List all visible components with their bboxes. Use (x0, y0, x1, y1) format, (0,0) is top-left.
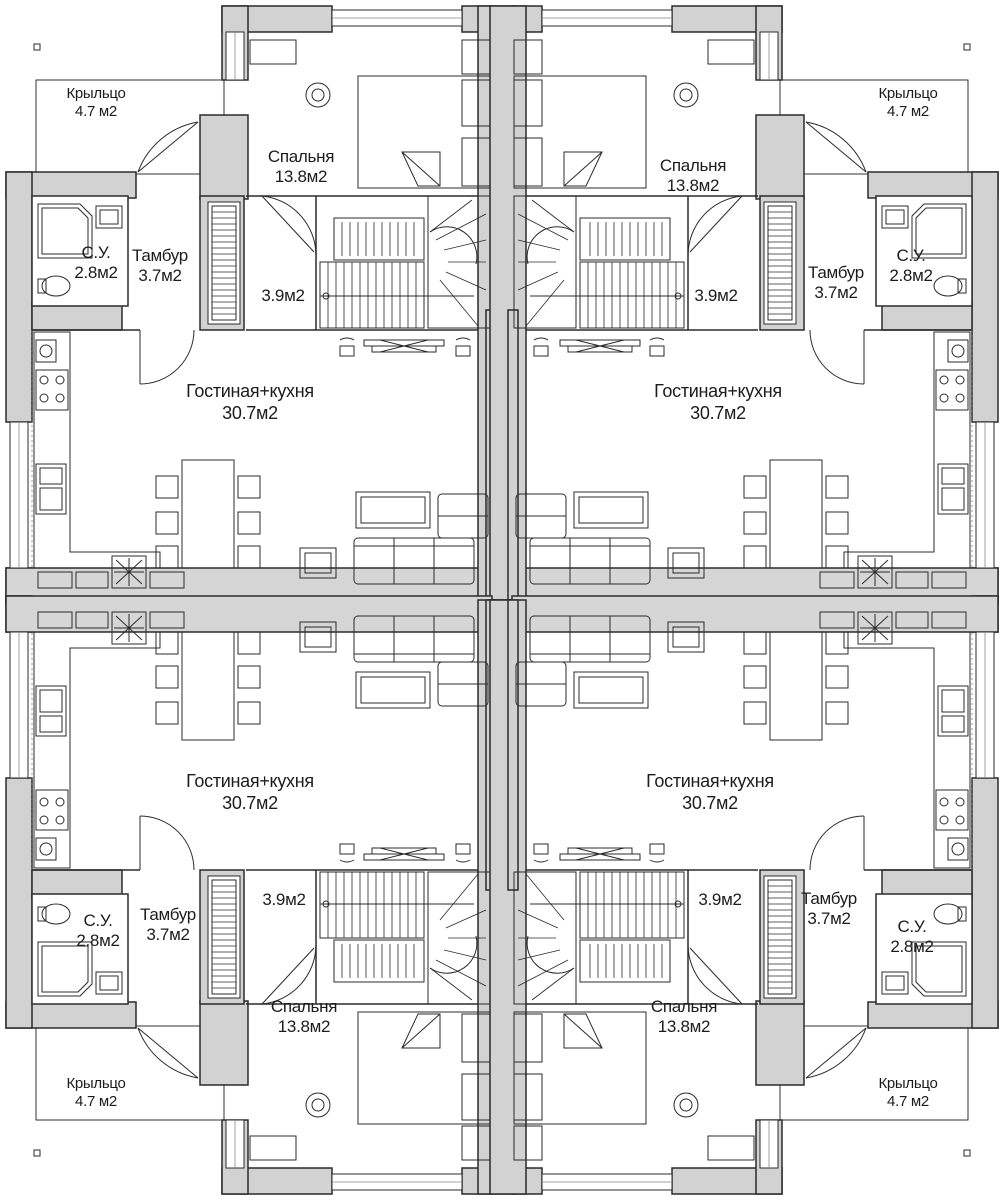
bath-name: С.У. (83, 911, 113, 930)
vestibule-name: Тамбур (808, 263, 864, 282)
living-kitchen-label: Гостиная+кухня 30.7м2 (654, 380, 782, 424)
bedroom-label: Спальня 13.8м2 (267, 147, 335, 187)
living-kitchen-area: 30.7м2 (682, 793, 738, 813)
bedroom-area: 13.8м2 (274, 167, 328, 186)
vestibule-label: Тамбур 3.7м2 (140, 905, 196, 945)
vestibule-label: Тамбур 3.7м2 (132, 246, 188, 286)
bedroom-label: Спальня 13.8м2 (270, 997, 338, 1037)
living-kitchen-name: Гостиная+кухня (646, 771, 774, 791)
bedroom-name: Спальня (650, 997, 718, 1016)
bath-label: С.У. 2.8м2 (74, 243, 118, 283)
porch-name: Крыльцо (66, 1075, 126, 1092)
bath-label: С.У. 2.8м2 (889, 246, 933, 286)
bedroom-name: Спальня (270, 997, 338, 1016)
bedroom-name: Спальня (659, 156, 727, 175)
living-kitchen-area: 30.7м2 (222, 403, 278, 423)
vestibule-name: Тамбур (132, 246, 188, 265)
living-kitchen-name: Гостиная+кухня (186, 381, 314, 401)
stair-hall-area: 3.9м2 (262, 890, 306, 909)
living-kitchen-label: Гостиная+кухня 30.7м2 (186, 380, 314, 424)
porch-label: Крыльцо 4.7 м2 (66, 85, 125, 121)
vestibule-name: Тамбур (140, 905, 196, 924)
vestibule-name: Тамбур (801, 889, 857, 908)
living-kitchen-label: Гостиная+кухня 30.7м2 (186, 770, 314, 814)
living-kitchen-name: Гостиная+кухня (654, 381, 782, 401)
living-kitchen-label: Гостиная+кухня 30.7м2 (646, 770, 774, 814)
bath-area: 2.8м2 (889, 266, 933, 285)
vestibule-area: 3.7м2 (146, 925, 190, 944)
stair-hall-area: 3.9м2 (698, 890, 742, 909)
bath-area: 2.8м2 (74, 263, 118, 282)
bath-area: 2.8м2 (890, 937, 934, 956)
bath-area: 2.8м2 (76, 931, 120, 950)
bedroom-label: Спальня 13.8м2 (659, 156, 727, 196)
bedroom-label: Спальня 13.8м2 (650, 997, 718, 1037)
porch-name: Крыльцо (878, 85, 938, 102)
vestibule-label: Тамбур 3.7м2 (801, 889, 857, 929)
bath-name: С.У. (897, 917, 927, 936)
stair-hall-area: 3.9м2 (694, 286, 738, 305)
living-kitchen-area: 30.7м2 (222, 793, 278, 813)
bedroom-area: 13.8м2 (666, 176, 720, 195)
living-kitchen-area: 30.7м2 (690, 403, 746, 423)
bedroom-area: 13.8м2 (277, 1017, 331, 1036)
bath-name: С.У. (896, 246, 926, 265)
porch-area: 4.7 м2 (887, 103, 929, 120)
porch-name: Крыльцо (878, 1075, 938, 1092)
porch-area: 4.7 м2 (75, 103, 117, 120)
living-kitchen-name: Гостиная+кухня (186, 771, 314, 791)
vestibule-area: 3.7м2 (807, 909, 851, 928)
vestibule-area: 3.7м2 (814, 283, 858, 302)
bedroom-name: Спальня (267, 147, 335, 166)
bedroom-area: 13.8м2 (657, 1017, 711, 1036)
porch-label: Крыльцо 4.7 м2 (878, 1075, 937, 1111)
vestibule-label: Тамбур 3.7м2 (808, 263, 864, 303)
vestibule-area: 3.7м2 (138, 266, 182, 285)
bath-label: С.У. 2.8м2 (890, 917, 934, 957)
bath-label: С.У. 2.8м2 (76, 911, 120, 951)
porch-area: 4.7 м2 (75, 1093, 117, 1110)
porch-label: Крыльцо 4.7 м2 (878, 85, 937, 121)
porch-area: 4.7 м2 (887, 1093, 929, 1110)
porch-name: Крыльцо (66, 85, 126, 102)
stair-hall-area: 3.9м2 (261, 286, 305, 305)
porch-label: Крыльцо 4.7 м2 (66, 1075, 125, 1111)
bath-name: С.У. (81, 243, 111, 262)
